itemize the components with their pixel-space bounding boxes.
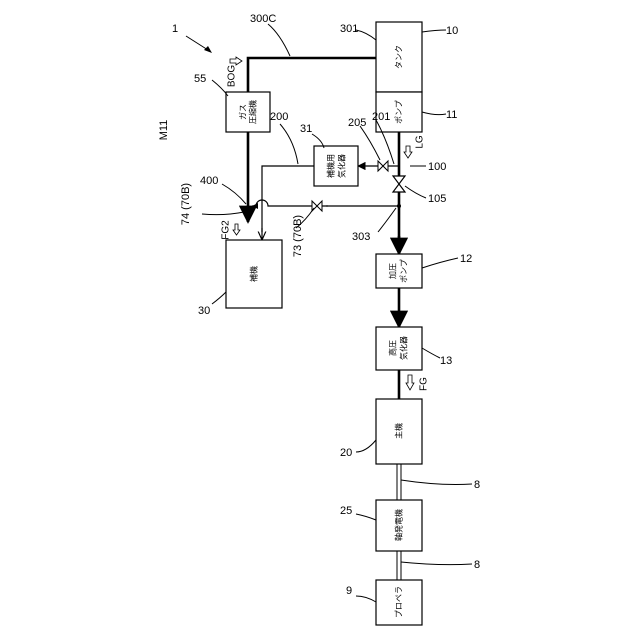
leader-105 [405,186,426,198]
leader-8-upper [401,480,472,485]
bog-line-300c [248,58,376,92]
ref-55: 55 [194,73,206,85]
ref-13: 13 [440,355,452,367]
leader-55 [212,80,228,96]
hp-vaporizer-label-2: 気化器 [399,336,409,360]
ref-system-1: 1 [172,23,178,35]
ref-200: 200 [270,111,288,123]
gas-compressor-label-1: ガス [238,104,248,120]
ref-105: 105 [428,193,446,205]
ref-400: 400 [200,175,218,187]
flow-bog-arrow-icon [230,57,242,65]
leader-303 [378,208,396,232]
shaft-generator-label: 軸発電機 [394,509,404,541]
valve-205-icon[interactable] [378,161,388,171]
flow-fg-arrow-icon [406,375,414,390]
hp-vaporizer-label-1: 高圧 [388,340,398,356]
ref-205: 205 [348,117,366,129]
booster-pump-label-1: 加圧 [388,263,398,279]
ref-8-lower: 8 [474,559,480,571]
aux-vaporizer-box[interactable] [314,146,358,186]
ref-9: 9 [346,585,352,597]
leader-200 [280,124,298,164]
ref-201: 201 [372,111,390,123]
flow-lg-label: LG [415,135,426,149]
pump-label: ポンプ [395,100,404,124]
valve-74-icon[interactable] [244,208,252,214]
leader-25 [356,514,376,520]
leader-8-lower [401,562,472,565]
ref-12: 12 [460,253,472,265]
ref-31: 31 [300,123,312,135]
ref-300c: 300C [250,13,276,25]
ref-303: 303 [352,231,370,243]
leader-1-arrowhead [204,46,212,53]
leader-13 [422,348,440,358]
leader-9 [356,596,376,602]
leader-74 [202,212,244,215]
flow-bog-label: BOG [227,65,238,87]
aux-line-200 [262,166,314,232]
flow-fg2-arrow-icon [233,224,240,235]
leader-12 [422,258,458,268]
flow-fg2-label: FG2 [221,220,232,240]
aux-vaporizer-label-1: 補機用 [326,154,336,178]
valve-105-icon[interactable] [393,176,405,192]
propeller-label: プロペラ [395,586,404,618]
ref-10: 10 [446,25,458,37]
leader-10 [422,30,446,32]
leader-300c [268,24,290,56]
leader-11 [422,112,446,115]
gas-compressor-label-2: 圧縮機 [248,100,258,124]
ref-20: 20 [340,447,352,459]
line-303-arrowhead [252,203,258,209]
aux-engine-label: 補機 [249,266,259,282]
ref-30: 30 [198,305,210,317]
leader-30 [212,292,226,304]
leader-301 [356,30,376,40]
line-303 [252,200,399,206]
ref-74: 74 (70B) [180,183,192,225]
aux-vaporizer-label-2: 気化器 [337,154,347,178]
ref-301: 301 [340,23,358,35]
flow-fg-label: FG [419,377,430,391]
leader-20 [356,440,376,452]
main-engine-label: 主機 [394,423,404,439]
flow-lg-arrow-icon [404,146,412,158]
booster-pump-label-2: ポンプ [400,259,409,283]
leader-400 [222,184,246,204]
tank-label: タンク [395,45,404,69]
ref-figure-m11: M11 [158,120,170,141]
ref-100: 100 [428,161,446,173]
leader-1 [186,36,208,50]
junction-303-dot [397,204,401,208]
ref-8-upper: 8 [474,479,480,491]
ref-11: 11 [446,109,457,121]
ref-25: 25 [340,505,352,517]
ref-73: 73 (70B) [292,215,304,257]
